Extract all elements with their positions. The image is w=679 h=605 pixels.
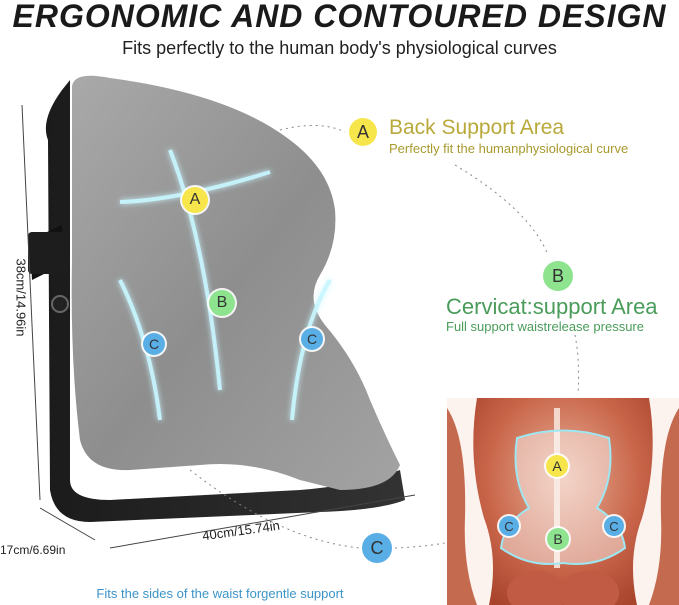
badge-b-muscle: B (547, 528, 569, 550)
badge-c-muscle-left: C (499, 516, 519, 536)
cushion-logo-badge (51, 295, 69, 313)
cushion-illustration (28, 75, 405, 522)
area-a-description: Perfectly fit the humanphysiological cur… (389, 141, 629, 156)
area-b-title: Cervicat:support Area (446, 294, 658, 319)
area-a-title: Back Support Area (389, 116, 565, 139)
glow-line-a-vertical (168, 149, 222, 391)
badge-c-muscle-right: C (604, 516, 624, 536)
badge-a-cushion: A (182, 187, 208, 213)
badge-c-cushion-right: C (301, 328, 323, 350)
badge-c-cushion-left: C (143, 333, 165, 355)
cushion-strap-band (28, 232, 68, 274)
dimension-height: 38cm/14.96in (13, 258, 29, 337)
dimension-depth: 17cm/6.69in (0, 543, 66, 557)
area-c-description: Fits the sides of the waist forgentle su… (96, 586, 344, 601)
page-title: ERGONOMIC AND CONTOURED DESIGN (12, 0, 667, 34)
muscle-back-illustration (447, 398, 679, 605)
badge-c-legend: C (362, 533, 392, 563)
area-b-description: Full support waistrelease pressure (446, 319, 644, 334)
page-subtitle: Fits perfectly to the human body's physi… (122, 38, 557, 58)
badge-a-muscle: A (546, 455, 568, 477)
badge-b-legend: B (543, 261, 573, 291)
badge-a-legend: A (349, 118, 377, 146)
badge-b-cushion: B (209, 290, 235, 316)
